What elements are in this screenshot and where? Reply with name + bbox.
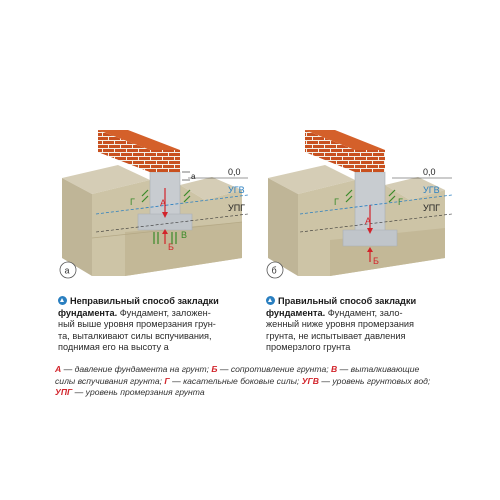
soil-top-right [180, 177, 242, 200]
legend-key-G: Г [164, 375, 170, 386]
legend-key-UPG: УПГ [55, 387, 73, 397]
ugv-label-b: УГВ [423, 185, 440, 195]
legend-text-7: — уровень промерзания грунта [72, 387, 205, 397]
legend-text-2: — сопротивление грунта; [217, 364, 332, 374]
label-G-a: Г [130, 197, 135, 207]
legend-text-1: — давление фундамента на грунт; [61, 364, 212, 374]
caption-a-title: Неправильный способ закладки фундамента. [58, 296, 219, 318]
label-V-a: В [181, 230, 187, 240]
side-arrows-b [345, 189, 396, 203]
label-B-a: Б [168, 242, 174, 252]
soil-top-left [62, 165, 150, 194]
foundation-diagrams: 0,0 УГВ УПГ а А Б Г В а [59, 130, 453, 279]
badge-a: а [65, 266, 70, 276]
caption-a-line3: та, выталкивают силы вспучивания, [58, 330, 212, 341]
info-icon [266, 296, 275, 305]
soil-top-right-b [385, 177, 445, 200]
legend-text-3: — выталкивающие [337, 364, 420, 374]
caption-a: Неправильный способ закладки фундамента.… [58, 296, 248, 354]
legend-text-4: силы вспучивания грунта; [55, 375, 165, 386]
label-A-b: А [365, 216, 371, 226]
upg-label-b: УПГ [423, 203, 440, 213]
legend-key-A: А [55, 364, 62, 374]
caption-b-line1: Фундамент, зало- [325, 307, 403, 318]
label-B-b: Б [373, 256, 379, 266]
caption-b-line2: женный ниже уровня промерзания [266, 319, 415, 329]
legend-key-UGV: УГВ [301, 375, 319, 386]
level-zero-b: 0,0 [423, 167, 436, 177]
soil-front-b [268, 178, 298, 276]
soil-top-left-b [268, 165, 355, 194]
heave-arrows-a [141, 189, 191, 244]
label-A-a: А [160, 198, 166, 208]
legend-key-V: В [331, 364, 338, 374]
ugv-label-a: УГВ [228, 185, 245, 195]
brick-wall-b [305, 130, 355, 172]
caption-a-line4: поднимая его на высоту а [58, 342, 169, 352]
caption-b-title: Правильный способ закладки фундамента. [266, 296, 417, 318]
info-icon [58, 296, 67, 305]
caption-b-line3: грунта, не испытывает давления [266, 330, 406, 341]
legend-key-B: Б [211, 364, 218, 374]
label-G-b-right: Г [398, 197, 403, 207]
upg-label-a: УПГ [228, 203, 245, 213]
lift-height-label: а [191, 172, 196, 181]
diagram-b: 0,0 УГВ УПГ А Б Г Г б [266, 130, 453, 279]
soil-front [62, 178, 92, 276]
badge-b: б [272, 266, 277, 276]
caption-b-line4: промерзлого грунта [266, 342, 351, 352]
diagram-a: 0,0 УГВ УПГ а А Б Г В а [59, 130, 249, 279]
label-G-b-left: Г [334, 197, 339, 207]
caption-a-line1: Фундамент, заложен- [117, 307, 211, 318]
caption-a-line2: ный выше уровня промерзания грун- [58, 319, 216, 329]
legend: А — давление фундамента на грунт; Б — со… [55, 364, 455, 399]
caption-b: Правильный способ закладки фундамента. Ф… [266, 296, 456, 354]
legend-text-5: — касательные боковые силы; [169, 375, 302, 386]
level-zero-a: 0,0 [228, 167, 241, 177]
legend-text-6: — уровень грунтовых вод; [319, 375, 431, 386]
